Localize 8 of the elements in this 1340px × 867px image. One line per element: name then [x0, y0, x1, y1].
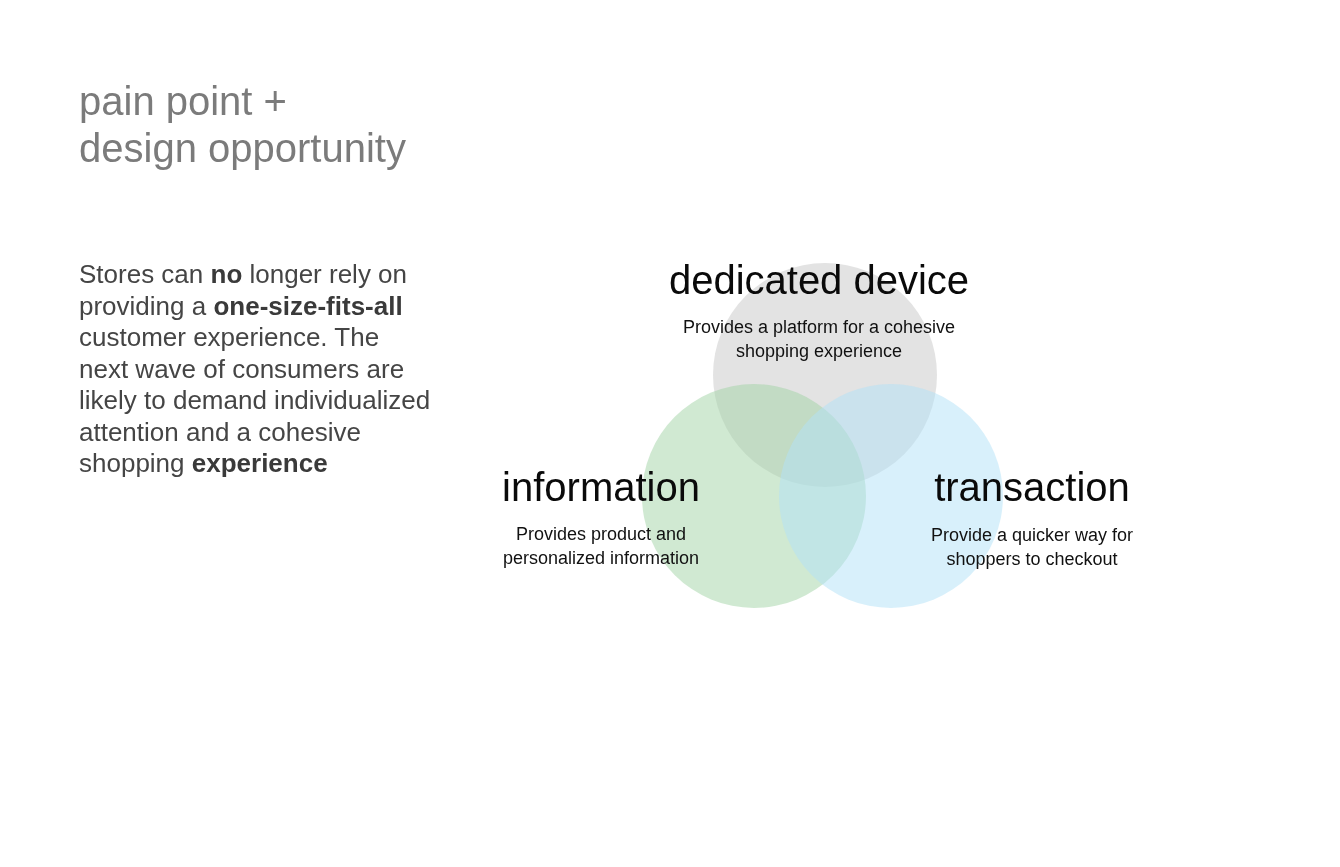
circle-heading: dedicated device	[668, 257, 970, 303]
slide-title: pain point + design opportunity	[79, 78, 407, 172]
circle-description: Provides product and personalized information	[501, 523, 701, 570]
body-paragraph: Stores can no longer rely on providing a one-size-fits-all customer experience. The next wave of consumers are likely to demand individualized attention and a cohesive shopping experience	[79, 259, 432, 480]
circle-description: Provide a quicker way for shoppers to checkout	[929, 524, 1135, 571]
circle-description: Provides a platform for a cohesive shopping experience	[681, 316, 957, 363]
circle-heading: transaction	[934, 464, 1130, 510]
circle-heading: information	[502, 464, 700, 510]
